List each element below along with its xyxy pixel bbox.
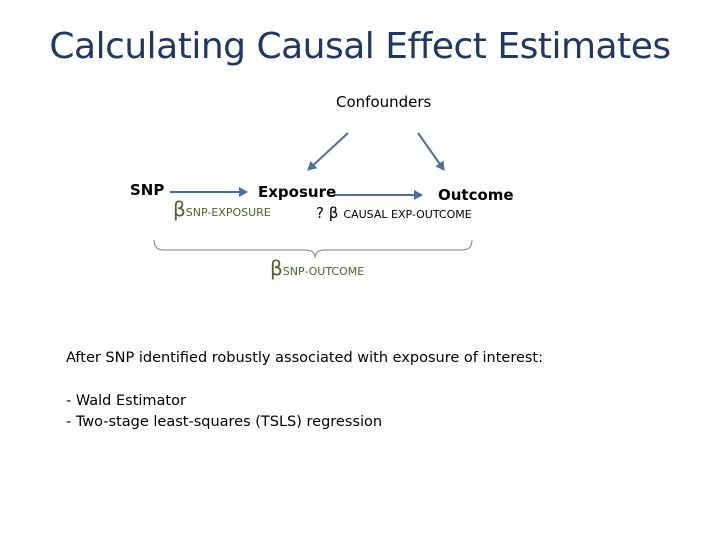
confounders-node: Confounders	[336, 93, 432, 111]
beta-snp-outcome-sub: SNP-OUTCOME	[282, 265, 365, 278]
beta-symbol: β	[173, 197, 186, 221]
beta-snp-exposure-sub: SNP-EXPOSURE	[185, 206, 271, 219]
snp-node: SNP	[130, 181, 165, 199]
outcome-node: Outcome	[438, 186, 514, 204]
beta-snp-exposure-label: βSNP-EXPOSURE	[173, 197, 271, 221]
causal-sub: CAUSAL EXP-OUTCOME	[343, 208, 472, 221]
intro-text: After SNP identified robustly associated…	[66, 350, 544, 366]
method-wald: - Wald Estimator	[66, 393, 186, 409]
arrow-confounders-outcome	[417, 132, 445, 171]
exposure-node: Exposure	[258, 183, 337, 201]
method-tsls: - Two-stage least-squares (TSLS) regress…	[66, 414, 383, 430]
snp-outcome-bracket	[153, 239, 473, 259]
beta-causal-label: ? β CAUSAL EXP-OUTCOME	[316, 203, 472, 222]
causal-prefix: ? β	[316, 204, 339, 222]
beta-snp-outcome-label: βSNP-OUTCOME	[270, 256, 364, 280]
arrow-confounders-exposure	[307, 132, 349, 171]
beta-symbol-2: β	[270, 256, 283, 280]
page-title: Calculating Causal Effect Estimates	[49, 26, 671, 67]
